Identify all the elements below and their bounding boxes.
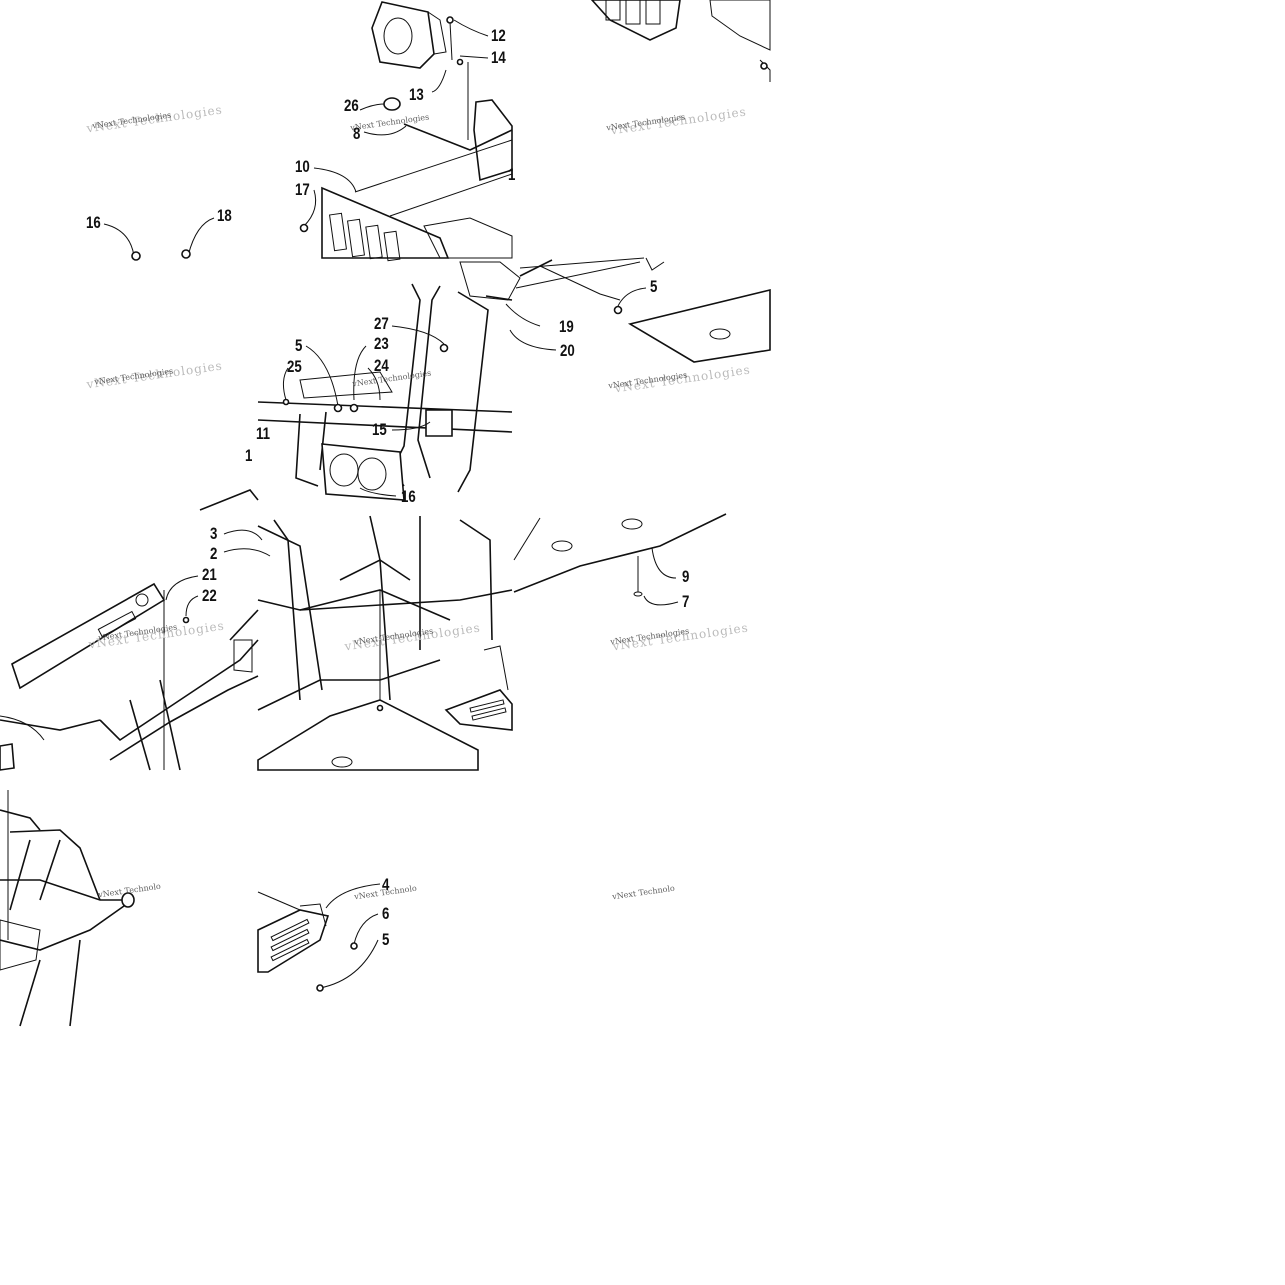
callout-20: 20 [560,341,575,360]
callout-13: 13 [409,85,424,104]
callout-3: 3 [210,524,218,543]
callout-8: 8 [353,124,361,143]
callout-24: 24 [374,356,389,375]
callout-5-b: 5 [295,336,303,355]
callout-7: 7 [682,592,690,611]
rear-rack-and-guard [0,489,259,771]
callout-9: 9 [682,567,690,586]
callout-1-b: 1 [245,446,253,465]
callout-27: 27 [374,314,389,333]
callout-5-c: 5 [382,930,390,949]
headlight-assembly [371,1,469,140]
front-frame [257,257,645,501]
leader-lines [0,19,679,989]
callout-2: 2 [210,544,218,563]
callout-26: 26 [344,96,359,115]
hardware-markers [131,16,768,992]
callout-4: 4 [382,875,390,894]
callout-23: 23 [374,334,389,353]
callout-19: 19 [559,317,574,336]
callout-16-b: 16 [401,487,416,506]
callout-17: 17 [295,180,310,199]
rear-frame [0,790,135,1027]
callout-1: 1 [508,165,516,184]
front-fender [590,0,771,82]
skid-plate-front [519,257,771,363]
grille-panel [321,99,513,262]
callout-14: 14 [491,48,506,67]
callout-11: 11 [256,424,271,443]
callout-18: 18 [217,206,232,225]
skid-plate-center [513,513,727,597]
footrest [257,891,330,973]
callout-25: 25 [287,357,302,376]
callout-5: 5 [650,277,658,296]
callout-21: 21 [202,565,217,584]
callout-12: 12 [491,26,506,45]
callout-15: 15 [372,420,387,439]
main-frame [257,515,513,771]
callout-10: 10 [295,157,310,176]
callout-16: 16 [86,213,101,232]
callout-6: 6 [382,904,390,923]
callout-22: 22 [202,586,217,605]
